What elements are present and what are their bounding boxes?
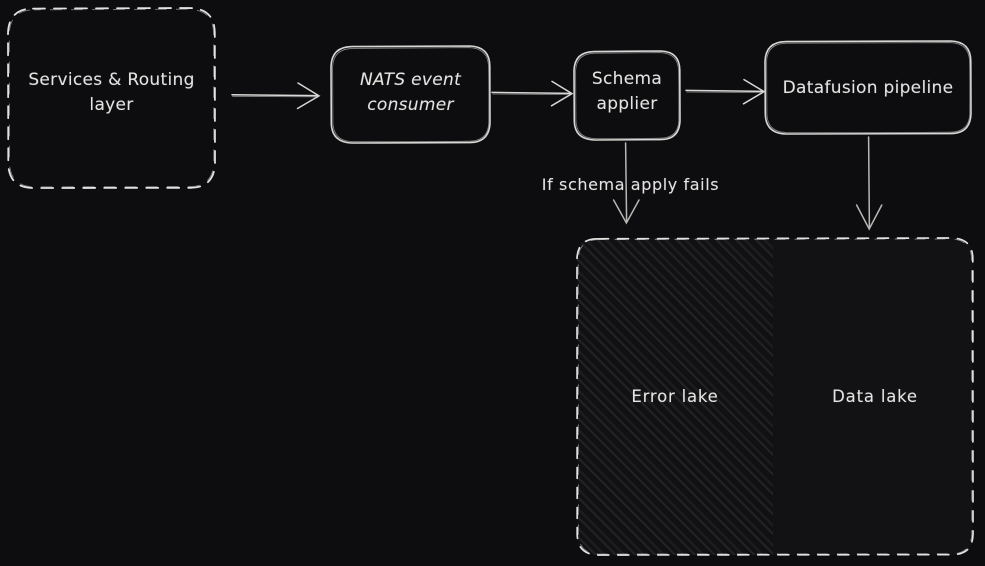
node-datafusion-pipeline-outline (764, 40, 972, 135)
edge-nats-to-schema (491, 80, 574, 107)
node-nats-event-consumer-outline (330, 45, 491, 144)
node-schema-applier-outline (573, 50, 681, 141)
error-lake-panel (577, 238, 773, 555)
edge-datafusion-to-data-lake (855, 136, 883, 231)
node-services-routing-layer-outline (7, 7, 216, 189)
edge-schema-to-datafusion (685, 78, 766, 105)
edge-services-to-nats (231, 82, 321, 110)
lake-container-outline (576, 237, 974, 556)
data-lake-panel (773, 238, 973, 555)
edge-schema-to-error-lake (612, 142, 640, 225)
